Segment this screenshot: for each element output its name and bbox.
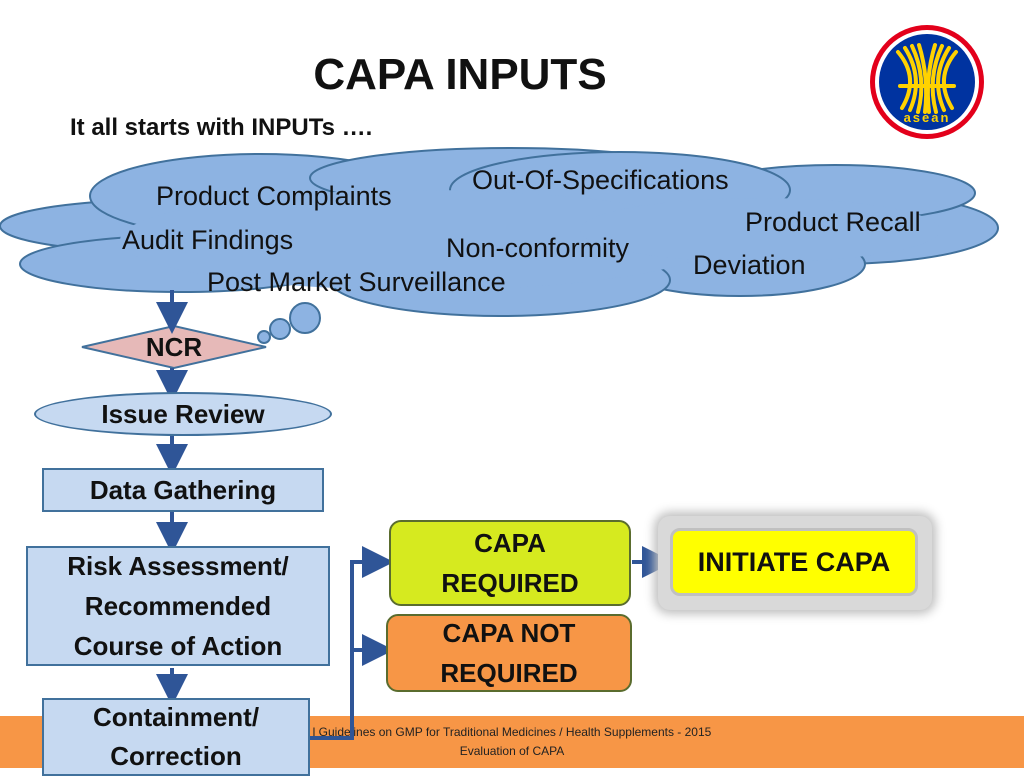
logo-text: asean <box>904 110 951 125</box>
thought-bubbles <box>257 302 321 344</box>
containment-node: Containment/ Correction <box>42 698 310 776</box>
footer-text: l Guidelines on GMP for Traditional Medi… <box>300 723 724 761</box>
footer-line-1: l Guidelines on GMP for Traditional Medi… <box>312 725 712 739</box>
cloud-item-product-recall: Product Recall <box>745 207 921 237</box>
cloud-item-deviation: Deviation <box>693 250 806 280</box>
flow-arrows <box>156 290 674 740</box>
cloud-item-audit-findings: Audit Findings <box>122 225 294 255</box>
asean-logo: asean <box>870 25 984 139</box>
data-gathering-node: Data Gathering <box>42 468 324 512</box>
initiate-capa-node: INITIATE CAPA <box>670 528 918 596</box>
page-title: CAPA INPUTS <box>313 50 607 99</box>
risk-assessment-node: Risk Assessment/ Recommended Course of A… <box>26 546 330 666</box>
page-subtitle: It all starts with INPUTs …. <box>70 114 373 141</box>
cloud-item-out-of-specifications: Out-Of-Specifications <box>472 165 729 195</box>
ncr-diamond <box>81 324 267 370</box>
ncr-label: NCR <box>145 331 203 362</box>
cloud-item-product-complaints: Product Complaints <box>156 181 392 211</box>
capa-not-required-node: CAPA NOT REQUIRED <box>386 614 632 692</box>
footer-line-2: Evaluation of CAPA <box>459 744 565 758</box>
issue-review-node: Issue Review <box>34 392 332 436</box>
cloud-item-non-conformity: Non-conformity <box>446 233 630 263</box>
inputs-cloud <box>0 147 999 317</box>
capa-required-node: CAPA REQUIRED <box>389 520 631 606</box>
cloud-item-post-market-surveillance: Post Market Surveillance <box>207 267 506 297</box>
